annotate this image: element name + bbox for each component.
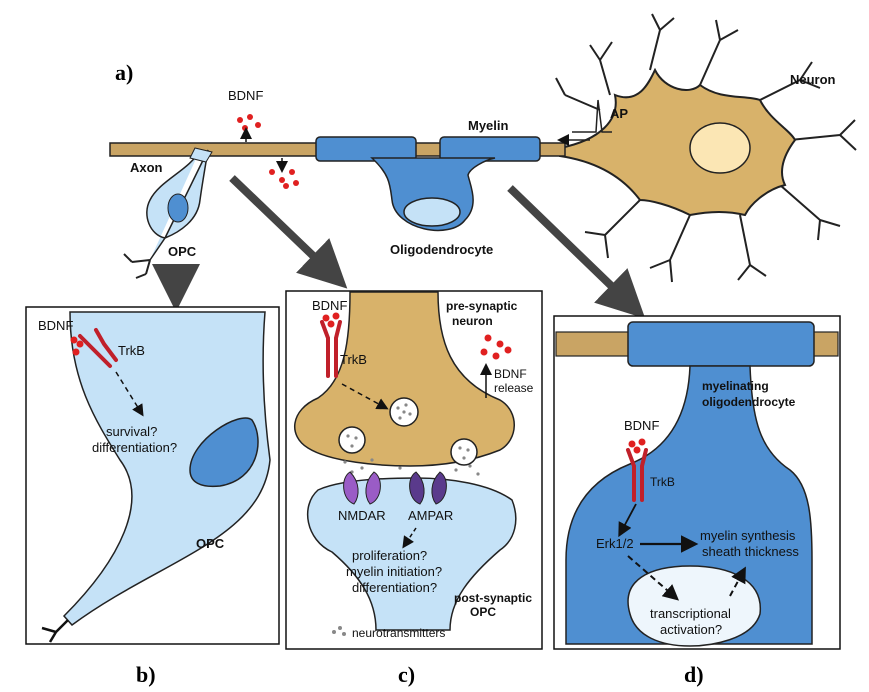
- panel-c-nmdar-receptor: [343, 471, 381, 505]
- panel-a-label: a): [115, 60, 133, 85]
- panel-c-neurotransmitter-dots: [332, 403, 480, 636]
- bdnf-dots-top: [237, 114, 299, 189]
- panel-c-opc-label: OPC: [470, 605, 496, 619]
- myelin-segment-1: [315, 136, 417, 162]
- arrow-to-c: [229, 175, 348, 289]
- oligodendrocyte-cell: [370, 157, 496, 232]
- myelin-label: Myelin: [468, 118, 509, 133]
- oligodendrocyte-label: Oligodendrocyte: [390, 242, 493, 257]
- panel-c-presynaptic-terminal: [293, 291, 515, 467]
- panel-b-trkb-label: TrkB: [118, 343, 145, 358]
- neuron-dendrites: [555, 13, 857, 283]
- panel-d-myelin-synthesis: myelin synthesis: [700, 528, 796, 543]
- panel-d-sheath-thickness: sheath thickness: [702, 544, 799, 559]
- panel-b-differentiation: differentiation?: [92, 440, 177, 455]
- opc-nucleus: [167, 193, 189, 223]
- panel-b-process: [41, 619, 69, 643]
- axon-label: Axon: [130, 160, 163, 175]
- panel-c-label: c): [398, 662, 415, 687]
- panel-d-transcriptional: transcriptional: [650, 606, 731, 621]
- panel-c-post-synaptic-label: post-synaptic: [454, 591, 532, 605]
- opc-contact: [189, 147, 213, 163]
- panel-c-bdnf-dots: [322, 312, 512, 360]
- panel-d-myelinating-label: myelinating: [702, 379, 769, 393]
- panel-c-neurotransmitters-label: neurotransmitters: [352, 626, 445, 640]
- panel-c-vesicles: [338, 397, 478, 466]
- panel-b-opc-label: OPC: [196, 536, 225, 551]
- panel-b-label: b): [136, 662, 156, 687]
- panel-d-bdnf-dots: [628, 438, 646, 454]
- panel-d-trkb-to-erk-arrow: [618, 503, 637, 538]
- panel-d-oligodendrocyte-label: oligodendrocyte: [702, 395, 796, 409]
- arrow-to-d: [507, 185, 646, 319]
- panel-c: BDNF TrkB pre-synaptic neuron BDNF relea…: [285, 290, 543, 687]
- panel-b-bdnf-dots: [70, 336, 84, 356]
- panel-c-pre-synaptic-label: pre-synaptic: [446, 299, 518, 313]
- panel-c-neuron-label: neuron: [452, 314, 493, 328]
- panel-c-myelin-initiation: myelin initiation?: [346, 564, 442, 579]
- panel-d-activation: activation?: [660, 622, 722, 637]
- ap-label: AP: [610, 106, 628, 121]
- panel-c-proliferation: proliferation?: [352, 548, 427, 563]
- neuron-label: Neuron: [790, 72, 836, 87]
- neuron-soma: [559, 67, 797, 217]
- panel-b: BDNF TrkB survival? differentiation? OPC…: [25, 306, 280, 687]
- neuron-nucleus: [689, 122, 751, 174]
- opc-label-top: OPC: [168, 244, 197, 259]
- panel-d-trkb-label: TrkB: [650, 475, 675, 489]
- panel-b-nucleus: [189, 417, 259, 488]
- panel-d-bdnf-label: BDNF: [624, 418, 659, 433]
- panel-c-bdnf-release-1: BDNF: [494, 367, 527, 381]
- panel-c-bdnf-label: BDNF: [312, 298, 347, 313]
- panel-b-survival: survival?: [106, 424, 157, 439]
- panel-d-erk-label: Erk1/2: [596, 536, 634, 551]
- panel-b-opc-cell: [62, 311, 271, 627]
- panel-c-nmdar-label: NMDAR: [338, 508, 386, 523]
- panel-b-trkb-receptor: [78, 328, 118, 368]
- panel-c-differentiation: differentiation?: [352, 580, 437, 595]
- panel-d-transcription-to-output-arrow: [729, 566, 746, 597]
- panel-c-bdnf-release-2: release: [494, 381, 534, 395]
- panel-d-oligodendrocyte-body: [565, 365, 813, 645]
- myelin-segment-2: [439, 136, 541, 162]
- panel-d-label: d): [684, 662, 704, 687]
- panel-a: a) BDNF Myelin AP Neuron Axon OPC Oligod…: [109, 13, 857, 319]
- panel-b-bdnf-label: BDNF: [38, 318, 73, 333]
- bdnf-label-top: BDNF: [228, 88, 263, 103]
- panel-d-myelin-sheath: [627, 321, 815, 367]
- panel-d-erk-to-transcription-arrow: [627, 555, 680, 601]
- panel-c-trkb-receptor: [320, 320, 342, 378]
- oligodendrocyte-nucleus: [403, 197, 461, 227]
- panel-c-trkb-label: TrkB: [340, 352, 367, 367]
- panel-c-ampar-receptor: [409, 471, 447, 505]
- panel-d-trkb-receptor: [626, 448, 648, 502]
- ap-waveform: [572, 99, 612, 133]
- panel-d: myelinating oligodendrocyte BDNF TrkB Er…: [553, 315, 841, 687]
- panel-c-ampar-label: AMPAR: [408, 508, 453, 523]
- opc-process: [123, 253, 151, 279]
- panel-c-dashed-arrow-post: [402, 527, 417, 549]
